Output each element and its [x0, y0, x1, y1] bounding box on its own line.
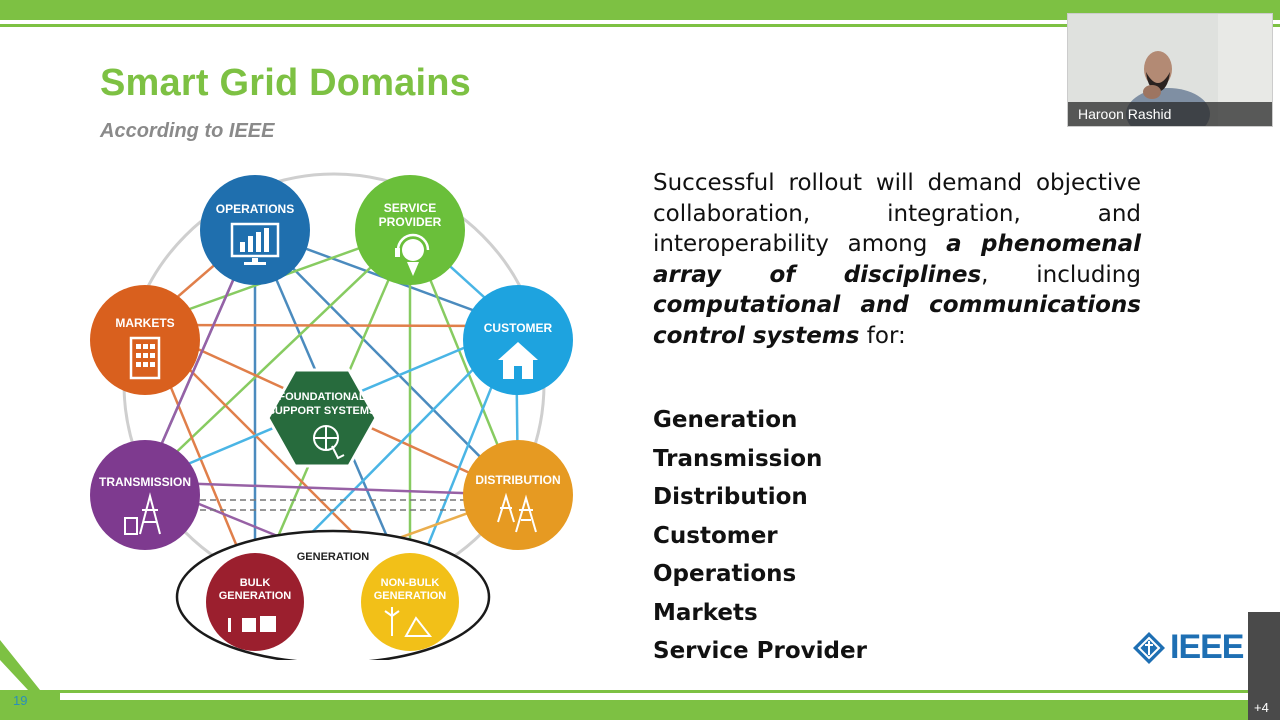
domain-list: Generation Transmission Distribution Cus… — [653, 405, 867, 675]
node-service-provider: SERVICE PROVIDER — [355, 175, 465, 285]
paragraph-emphasis-2: computational and communications control… — [653, 292, 1141, 349]
non-bulk-generation-label-2: GENERATION — [374, 590, 447, 602]
list-item: Operations — [653, 561, 797, 587]
more-participants-count[interactable]: +4 — [1254, 700, 1269, 715]
ieee-logo: IEEE — [1132, 628, 1244, 667]
building-icon — [129, 336, 161, 380]
list-item: Customer — [653, 522, 778, 549]
bulk-generation-label-1: BULK — [240, 577, 271, 589]
headset-person-icon — [395, 233, 430, 276]
bottom-accent-line — [0, 690, 1280, 693]
service-provider-label-1: SERVICE — [384, 201, 436, 215]
bottom-accent-bar — [0, 700, 1280, 720]
power-plant-icon — [223, 610, 276, 632]
list-item: Service Provider — [653, 638, 867, 664]
node-transmission: TRANSMISSION — [90, 440, 200, 550]
wind-solar-icon — [384, 607, 433, 637]
foundational-label-1: FOUNDATIONAL — [278, 391, 365, 403]
operations-label: OPERATIONS — [216, 202, 294, 216]
top-accent-line — [0, 24, 1280, 27]
distribution-label: DISTRIBUTION — [475, 473, 560, 487]
participant-strip[interactable] — [1248, 612, 1280, 720]
node-foundational-support: FOUNDATIONAL SUPPORT SYSTEMS — [266, 368, 378, 468]
participant-name-bar — [1068, 102, 1272, 126]
generation-group-label: GENERATION — [297, 551, 370, 563]
slide-subtitle: According to IEEE — [100, 120, 275, 142]
node-operations: OPERATIONS — [200, 175, 310, 285]
node-customer: CUSTOMER — [463, 285, 573, 395]
node-bulk-generation: BULK GENERATION — [206, 553, 304, 651]
service-provider-label-2: PROVIDER — [379, 215, 442, 229]
transmission-label: TRANSMISSION — [99, 475, 191, 489]
globe-hand-icon — [313, 425, 345, 460]
customer-label: CUSTOMER — [484, 321, 553, 335]
paragraph-text-2: , including — [981, 261, 1141, 288]
corner-decoration — [0, 640, 60, 700]
paragraph-text-1: Successful rollout will demand objective… — [653, 170, 1141, 258]
node-distribution: DISTRIBUTION — [463, 440, 573, 550]
power-tower-icon — [497, 492, 537, 533]
smart-grid-domains-diagram: GENERATION OPERATIONS SERVICE PROVIDER C… — [90, 172, 573, 660]
node-non-bulk-generation: NON-BULK GENERATION — [361, 553, 459, 651]
participant-video-tile[interactable]: Haroon Rashid — [1067, 13, 1273, 127]
house-icon — [498, 342, 538, 379]
foundational-label-2: SUPPORT SYSTEMS — [268, 405, 377, 417]
description-paragraph: Successful rollout will demand objective… — [653, 168, 1141, 352]
transmission-tower-icon — [124, 492, 161, 535]
node-markets: MARKETS — [90, 285, 200, 395]
ieee-diamond-icon — [1133, 631, 1165, 664]
bulk-generation-label-2: GENERATION — [219, 590, 292, 602]
list-item: Markets — [653, 599, 758, 626]
participant-name: Haroon Rashid — [1078, 106, 1172, 122]
list-item: Distribution — [653, 484, 808, 510]
paragraph-emphasis-1: a phenomenal array of disciplines — [653, 231, 1142, 288]
list-item: Generation — [653, 407, 798, 433]
page-number: 19 — [13, 693, 28, 708]
paragraph-text-3: for: — [859, 322, 906, 349]
slide-title: Smart Grid Domains — [100, 62, 472, 104]
markets-label: MARKETS — [115, 316, 174, 330]
ieee-logo-text: IEEE — [1170, 628, 1244, 666]
non-bulk-generation-label-1: NON-BULK — [381, 577, 440, 589]
list-item: Transmission — [653, 445, 823, 472]
monitor-chart-icon — [230, 222, 280, 265]
top-accent-bar — [0, 0, 1280, 20]
